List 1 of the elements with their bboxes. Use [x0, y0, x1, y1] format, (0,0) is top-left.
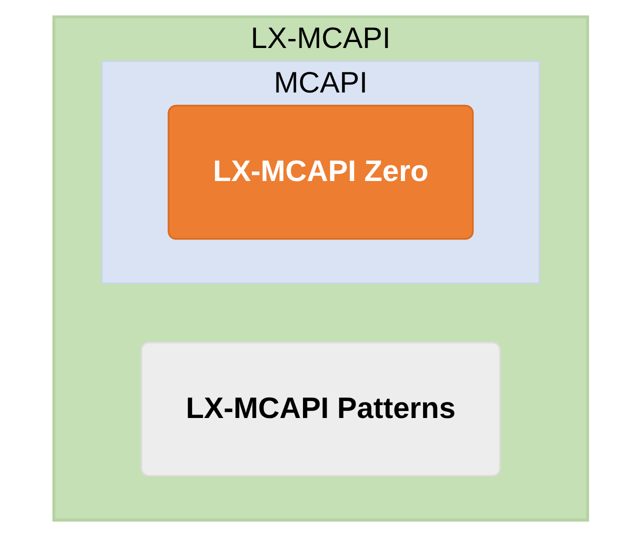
- cluster: [101, 60, 540, 284]
